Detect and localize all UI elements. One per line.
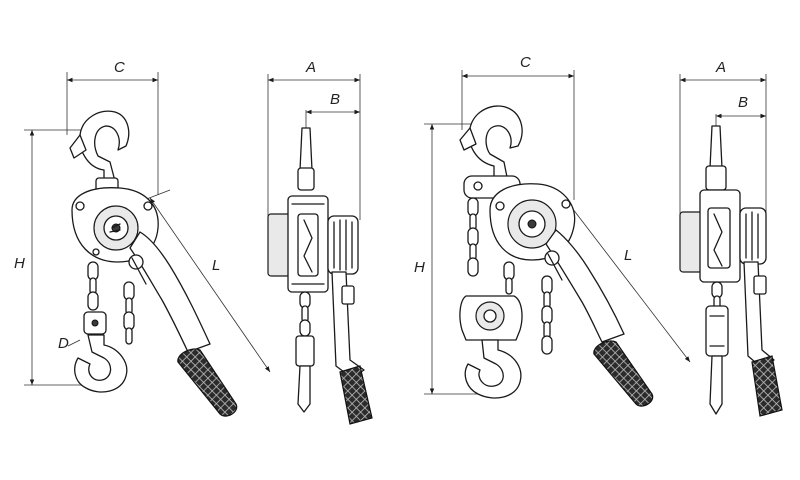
dimension-l: L	[143, 189, 271, 373]
side-chain	[299, 291, 311, 337]
lever-grip	[177, 348, 238, 417]
dimension-l-2: L	[565, 199, 691, 363]
dimension-c: C	[66, 59, 159, 195]
dim-label-c: C	[114, 59, 125, 76]
bottom-hook	[74, 334, 128, 393]
side-lever-grip-2	[751, 355, 783, 417]
dim-label-d: D	[58, 335, 69, 352]
lever-arm-2	[545, 229, 625, 343]
dim-label-h-2: H	[414, 259, 425, 276]
bottom-hook-2	[464, 339, 522, 399]
top-hook-latch	[69, 134, 87, 159]
dim-label-b: B	[330, 91, 340, 108]
dimension-a: A	[267, 59, 361, 240]
top-hook	[79, 110, 130, 186]
top-hook-2	[468, 105, 523, 183]
dim-label-a-2: A	[715, 59, 726, 76]
dim-label-l-2: L	[624, 247, 632, 264]
side-lever-hub-2	[739, 207, 767, 265]
side-lever-hub	[327, 215, 359, 275]
dim-label-h: H	[14, 255, 25, 272]
side-lever-arm-2	[743, 261, 775, 369]
dim-label-a: A	[305, 59, 316, 76]
dim-label-l: L	[212, 257, 220, 274]
small-hoist-side-view: A B	[267, 59, 373, 425]
dimension-c-2: C	[461, 54, 575, 200]
dimension-a-2: A	[679, 59, 767, 230]
side-bottom-hook-2	[709, 355, 723, 415]
dim-label-b-2: B	[738, 94, 748, 111]
side-lever-grip	[339, 365, 373, 425]
load-chain-2	[467, 197, 479, 277]
side-lower-block-2	[705, 305, 729, 357]
side-bottom-hook	[297, 365, 311, 413]
side-housing-2	[679, 211, 703, 273]
load-chain	[87, 261, 99, 311]
dimension-b-2: B	[715, 94, 766, 130]
dimension-b: B	[305, 91, 360, 132]
large-hoist-side-view: A B	[679, 59, 783, 417]
dim-label-c-2: C	[520, 54, 531, 71]
lever-arm	[129, 231, 211, 353]
large-hoist-front-view: C H L	[414, 54, 691, 407]
lever-grip-2	[593, 340, 654, 407]
slack-chain	[123, 281, 135, 345]
side-lever-arm	[331, 271, 365, 379]
small-hoist-front-view: C H L D	[14, 59, 271, 417]
slack-chain-2	[503, 261, 553, 355]
side-housing	[267, 213, 291, 277]
